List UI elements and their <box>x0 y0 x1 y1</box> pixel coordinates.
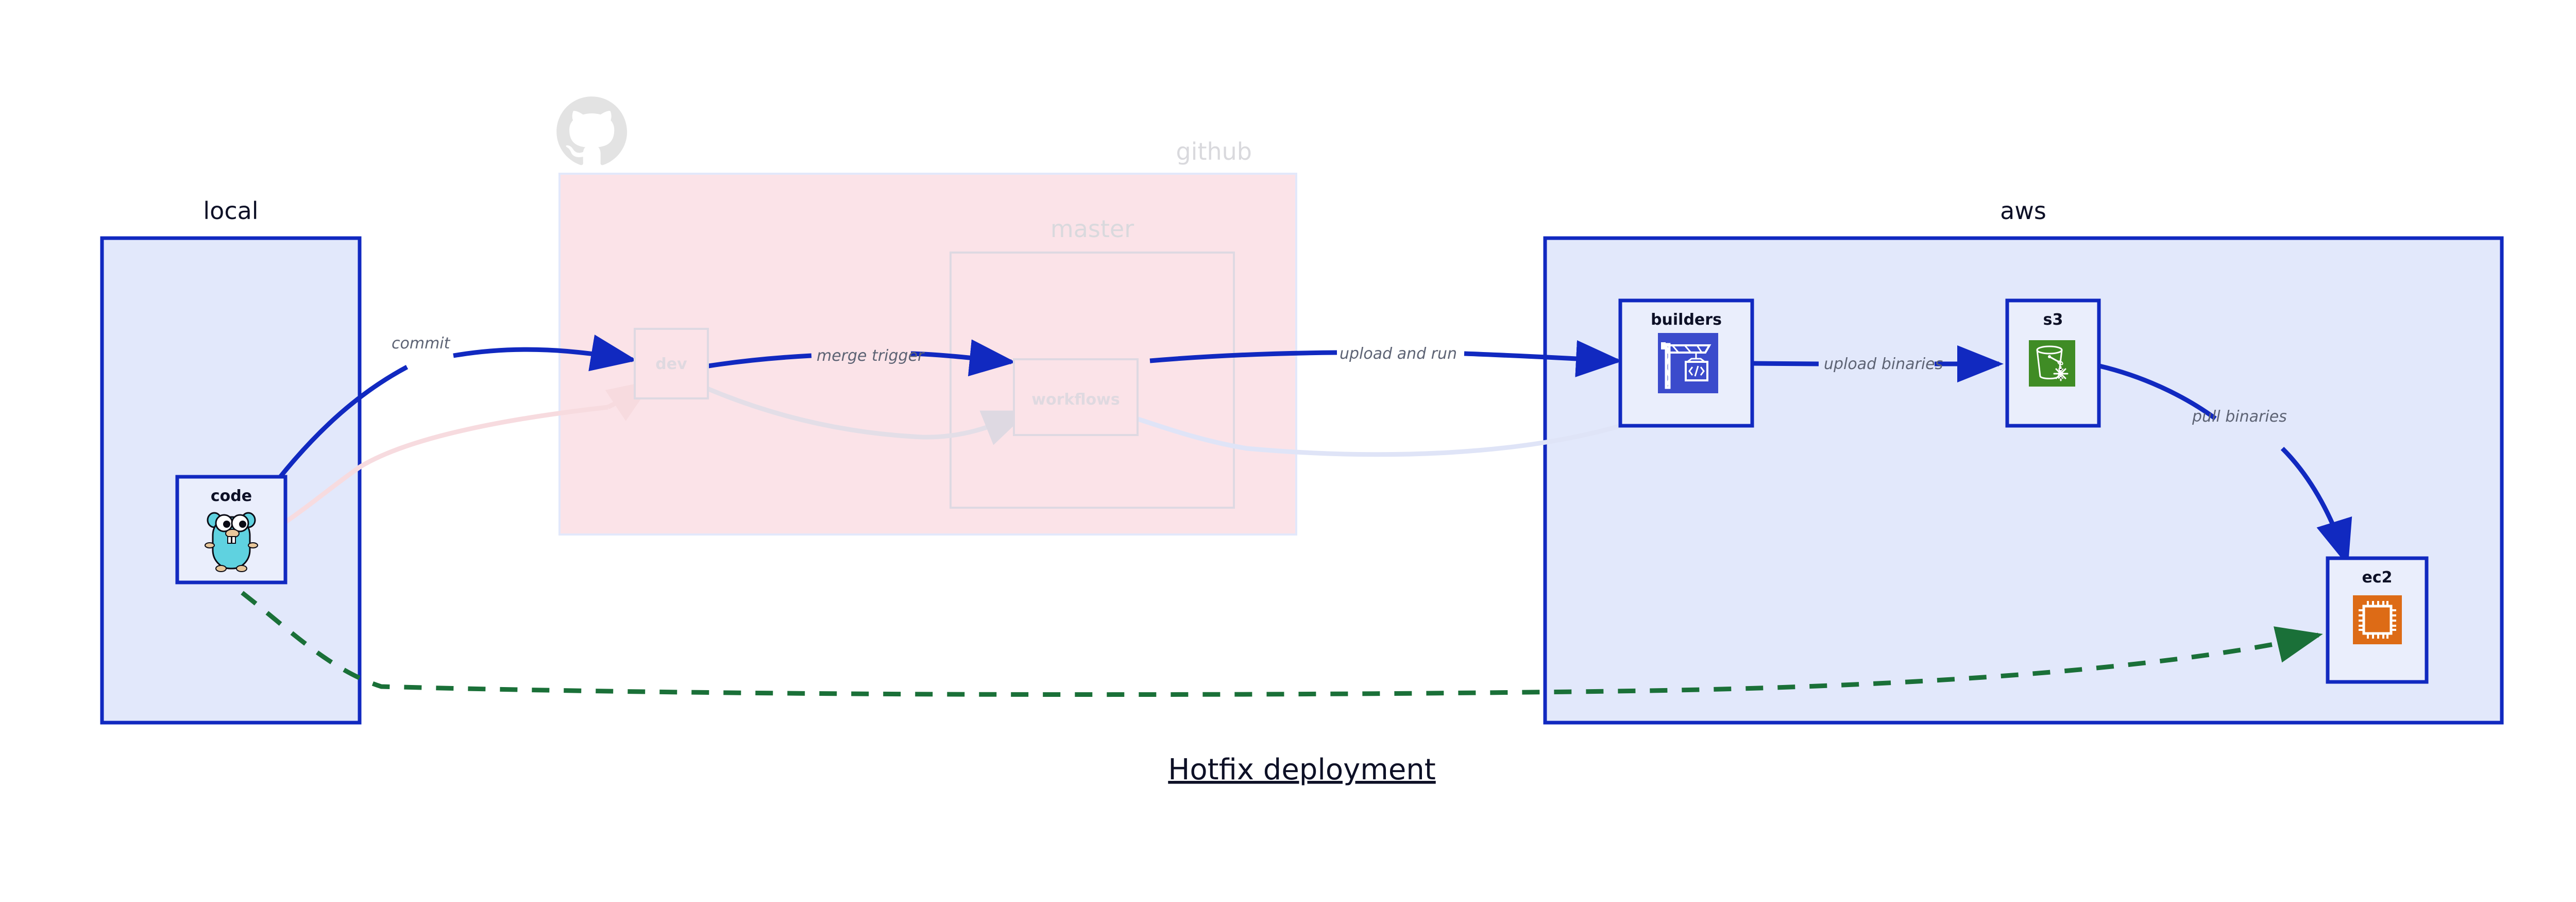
cluster-label-master: master <box>1050 215 1134 243</box>
edge-label-merge-trigger: merge trigger <box>817 347 925 365</box>
edge-label-upload-and-run: upload and run <box>1340 345 1457 363</box>
edge-merge-trigger: merge trigger <box>708 339 1016 377</box>
cpu-chip-icon <box>2353 595 2402 644</box>
cluster-local: local <box>100 197 362 725</box>
node-label-s3: s3 <box>2043 311 2063 329</box>
edge-pull-binaries: pull binaries <box>2098 363 2352 566</box>
go-gopher-icon <box>205 512 258 572</box>
cluster-master: master <box>950 215 1235 509</box>
edge-upload-binaries: upload binaries <box>1752 345 2004 382</box>
node-s3[interactable]: s3 <box>2005 298 2101 428</box>
edge-commit: commit <box>276 335 637 481</box>
edges: commit merge trigger upload and run uplo… <box>241 335 2352 697</box>
node-builders[interactable]: builders <box>1618 298 1754 428</box>
node-label-dev: dev <box>655 355 687 373</box>
edge-label-pull-binaries: pull binaries <box>2192 408 2287 426</box>
node-label-builders: builders <box>1651 311 1722 329</box>
edge-label-commit: commit <box>392 335 451 353</box>
node-workflows[interactable]: workflows <box>1013 358 1139 436</box>
node-label-workflows: workflows <box>1031 391 1120 409</box>
edge-label-upload-binaries: upload binaries <box>1824 355 1943 373</box>
cluster-github: github <box>556 96 1297 536</box>
edge-code-to-ec2-dashed <box>241 591 2323 697</box>
crane-code-icon <box>1658 333 1718 393</box>
cluster-label-github: github <box>1176 138 1252 165</box>
page-title: Hotfix deployment <box>1168 753 1436 787</box>
edge-upload-and-run: upload and run <box>1149 340 1622 377</box>
github-octocat-icon <box>556 96 628 165</box>
node-label-ec2: ec2 <box>2362 569 2392 587</box>
cluster-label-local: local <box>203 197 258 225</box>
node-dev[interactable]: dev <box>634 328 709 399</box>
node-code[interactable]: code <box>175 475 287 584</box>
node-label-code: code <box>211 487 252 505</box>
node-ec2[interactable]: ec2 <box>2326 556 2429 684</box>
bucket-snowflake-icon <box>2029 340 2075 387</box>
cluster-label-aws: aws <box>2000 197 2046 225</box>
